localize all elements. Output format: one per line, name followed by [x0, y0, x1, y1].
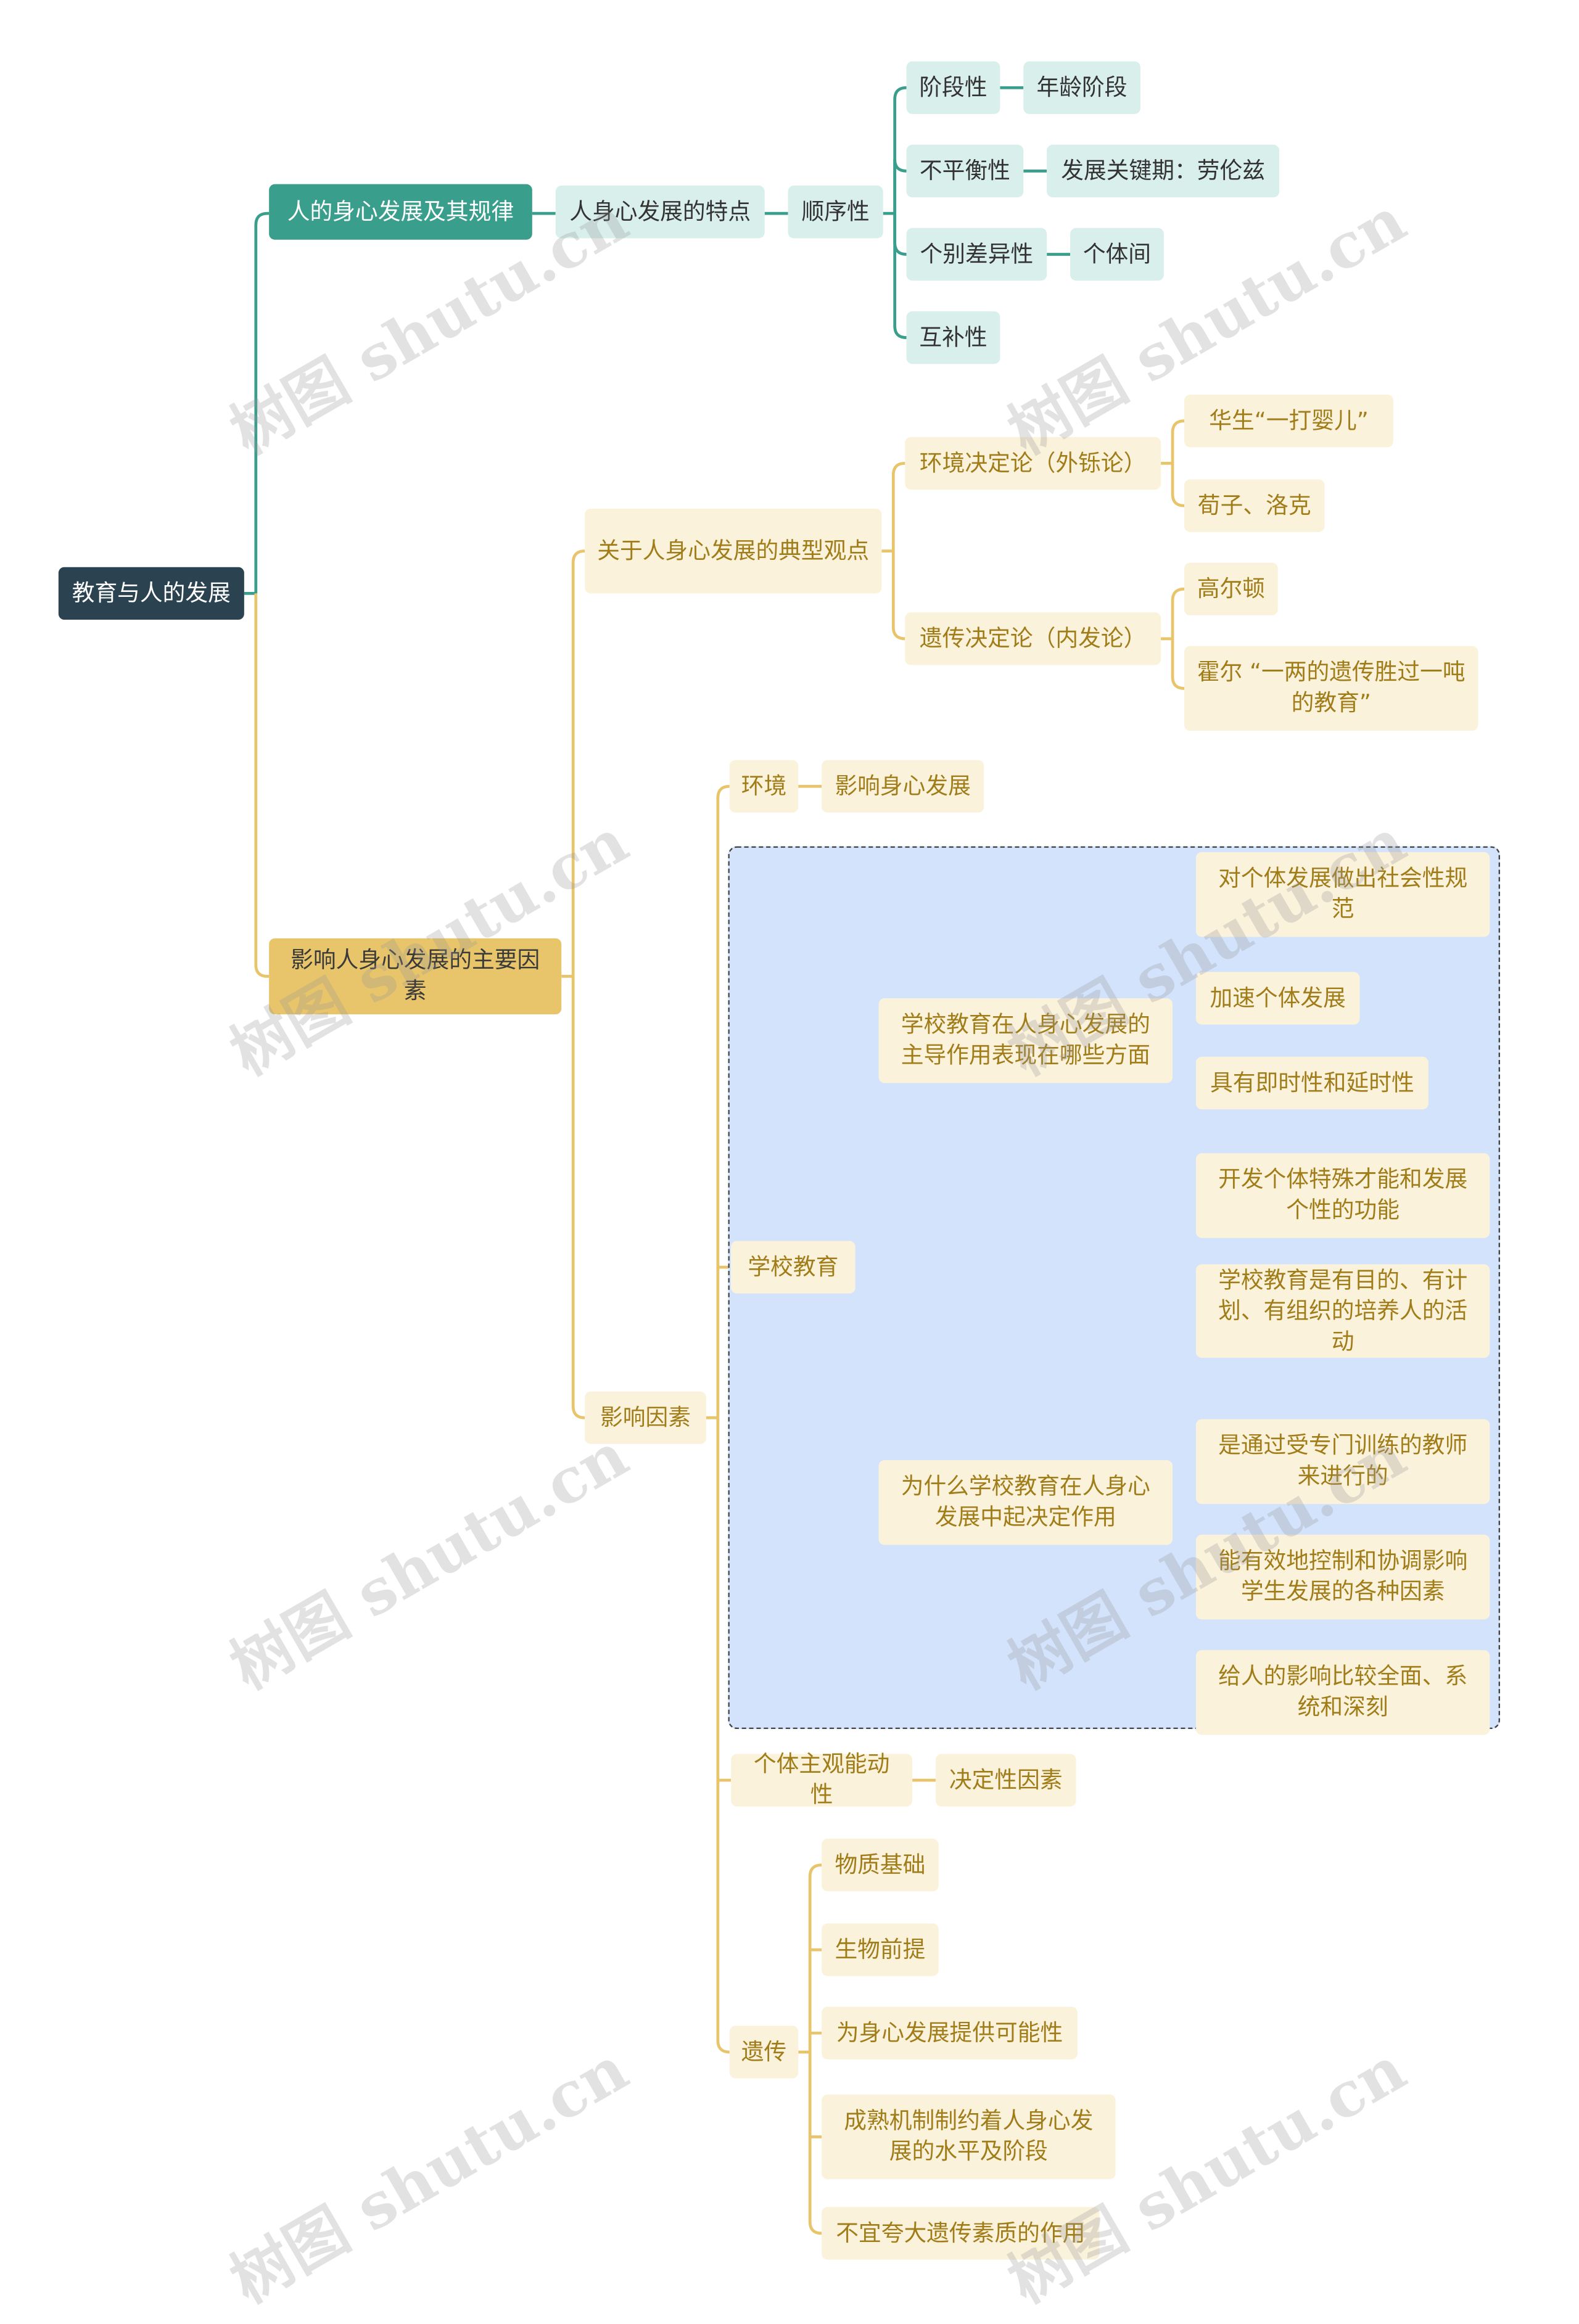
node-hall[interactable]: 霍尔 “一两的遗传胜过一吨的教育”	[1184, 646, 1478, 731]
node-decisive-role[interactable]: 为什么学校教育在人身心发展中起决定作用	[878, 1460, 1173, 1545]
node-possibility[interactable]: 为身心发展提供可能性	[822, 2006, 1078, 2059]
node-influencing-factors[interactable]: 影响因素	[585, 1391, 706, 1444]
node-comprehensive[interactable]: 给人的影响比较全面、系统和深刻	[1195, 1650, 1490, 1735]
node-xunzi-locke[interactable]: 荀子、洛克	[1184, 479, 1325, 532]
node-initiative[interactable]: 个体主观能动性	[731, 1751, 913, 1808]
node-age-stage[interactable]: 年龄阶段	[1023, 61, 1140, 114]
node-maturation[interactable]: 成熟机制制约着人身心发展的水平及阶段	[822, 2094, 1116, 2180]
node-environment-determinism[interactable]: 环境决定论（外铄论）	[905, 437, 1161, 490]
node-social-norm[interactable]: 对个体发展做出社会性规范	[1195, 852, 1490, 937]
node-typical-views[interactable]: 关于人身心发展的典型观点	[585, 508, 882, 594]
node-trained-teachers[interactable]: 是通过受专门训练的教师来进行的	[1195, 1419, 1490, 1505]
node-imbalance[interactable]: 不平衡性	[906, 144, 1024, 197]
node-decisive-factor[interactable]: 决定性因素	[936, 1754, 1076, 1807]
node-material-basis[interactable]: 物质基础	[822, 1838, 939, 1892]
node-between-individuals[interactable]: 个体间	[1070, 228, 1164, 281]
node-special-talents[interactable]: 开发个体特殊才能和发展个性的功能	[1195, 1153, 1490, 1238]
node-not-exaggerate[interactable]: 不宜夸大遗传素质的作用	[822, 2207, 1100, 2260]
node-main-factors[interactable]: 影响人身心发展的主要因素	[269, 938, 562, 1015]
node-individual-difference[interactable]: 个别差异性	[906, 228, 1047, 281]
node-heredity-determinism[interactable]: 遗传决定论（内发论）	[905, 612, 1161, 665]
node-control-factors[interactable]: 能有效地控制和协调影响学生发展的各种因素	[1195, 1534, 1490, 1620]
node-sequentiality[interactable]: 顺序性	[788, 186, 883, 239]
node-characteristics[interactable]: 人身心发展的特点	[555, 186, 765, 239]
node-heredity[interactable]: 遗传	[729, 2026, 799, 2079]
node-environment[interactable]: 环境	[729, 760, 799, 813]
node-purposeful[interactable]: 学校教育是有目的、有计划、有组织的培养人的活动	[1195, 1264, 1490, 1358]
node-development-laws[interactable]: 人的身心发展及其规律	[269, 184, 532, 240]
node-complementarity[interactable]: 互补性	[906, 311, 1000, 364]
node-watson[interactable]: 华生“一打婴儿”	[1184, 394, 1393, 448]
node-accelerate[interactable]: 加速个体发展	[1195, 972, 1360, 1025]
node-immediate-delayed[interactable]: 具有即时性和延时性	[1195, 1056, 1429, 1110]
node-biological-premise[interactable]: 生物前提	[822, 1923, 939, 1976]
node-leading-role[interactable]: 学校教育在人身心发展的主导作用表现在哪些方面	[878, 998, 1173, 1083]
root-node[interactable]: 教育与人的发展	[58, 567, 244, 620]
node-critical-period[interactable]: 发展关键期：劳伦兹	[1047, 144, 1280, 197]
node-school-education[interactable]: 学校教育	[731, 1241, 855, 1294]
node-galton[interactable]: 高尔顿	[1184, 562, 1278, 615]
node-affects-development[interactable]: 影响身心发展	[822, 760, 984, 813]
node-stage[interactable]: 阶段性	[906, 61, 1000, 114]
